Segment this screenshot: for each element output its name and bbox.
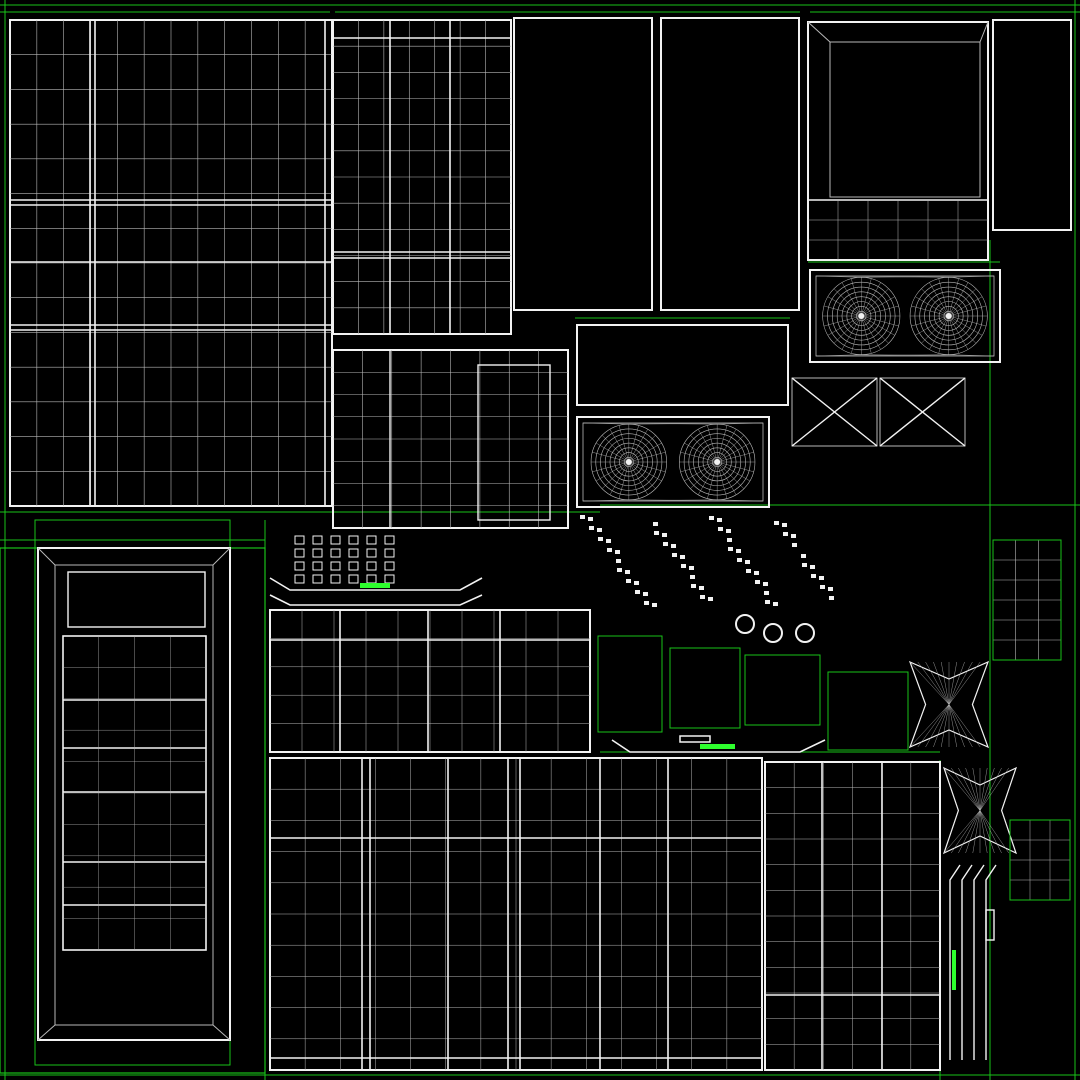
panel-large-bottom bbox=[269, 757, 763, 1071]
door-frame-left bbox=[0, 519, 266, 1074]
panel-narrow-top-right bbox=[992, 19, 1072, 231]
panel-framed-top-right bbox=[807, 21, 989, 261]
star-part-b bbox=[942, 766, 1018, 855]
speaker-unit-upper bbox=[809, 269, 1001, 363]
star-part-a bbox=[908, 660, 990, 749]
panel-large-top-left bbox=[9, 19, 333, 507]
panel-wide-middle bbox=[576, 324, 789, 406]
panel-grid-bottom-right bbox=[764, 761, 941, 1071]
uv-shells-layer bbox=[0, 17, 1072, 1074]
panel-bench-middle bbox=[269, 577, 591, 753]
speaker-unit-lower bbox=[576, 416, 770, 508]
panel-grid-top-middle bbox=[332, 19, 512, 335]
panel-box-middle-left bbox=[332, 349, 569, 529]
small-parts-cluster bbox=[597, 635, 909, 753]
cross-brace-a bbox=[791, 377, 878, 447]
panel-tall-b bbox=[660, 17, 800, 311]
small-parts-layer bbox=[294, 515, 956, 990]
strip-parts-right bbox=[949, 539, 1071, 1060]
panel-tall-a bbox=[513, 17, 653, 311]
cross-brace-b bbox=[879, 377, 966, 447]
